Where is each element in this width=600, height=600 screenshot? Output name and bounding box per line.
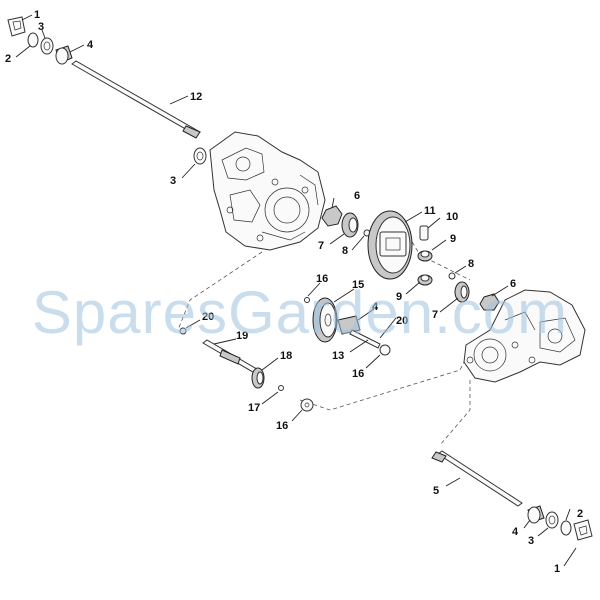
- washer-17: [278, 385, 284, 391]
- axle-shaft-upper: [71, 60, 201, 139]
- callout-label: 5: [433, 485, 439, 497]
- callout-label: 8: [468, 258, 474, 270]
- bracket-clip-top: [7, 16, 26, 37]
- callout-label: 12: [190, 91, 202, 103]
- callout-label: 2: [577, 508, 583, 520]
- washer-20-upper: [179, 327, 187, 335]
- gear-15: [312, 297, 338, 343]
- callout-label: 4: [87, 39, 94, 51]
- callout-label: 15: [352, 279, 364, 291]
- spider-gear-9-upper: [417, 250, 433, 262]
- nut-6-upper: [321, 205, 343, 227]
- washer-housing-upper: [193, 147, 207, 165]
- callout-label: 8: [342, 245, 348, 257]
- callout-label: 11: [424, 205, 436, 217]
- callout-label: 17: [248, 402, 260, 414]
- callout-label: 16: [352, 368, 364, 380]
- bushing-bottom: [527, 505, 545, 524]
- spider-gear-9-lower: [417, 274, 433, 286]
- transaxle-housing-right: [463, 289, 586, 383]
- callout-label: 20: [396, 315, 408, 327]
- ring-gear-11: [367, 210, 413, 280]
- washer-8-lower: [448, 272, 456, 280]
- washer-16-middle: [379, 344, 391, 356]
- callout-label: 13: [332, 350, 344, 362]
- callout-label: 1: [34, 9, 40, 21]
- bevel-gear-7-lower: [454, 281, 470, 303]
- callout-label: 16: [276, 420, 288, 432]
- callout-label: 6: [354, 190, 360, 202]
- callout-label: 3: [528, 535, 534, 547]
- callout-label: 6: [510, 278, 516, 290]
- shaft-13: [349, 329, 381, 349]
- callout-label: 18: [280, 350, 292, 362]
- snap-ring-bottom: [560, 520, 572, 536]
- input-shaft-19: [202, 339, 263, 376]
- gear-18: [251, 367, 265, 389]
- washer-16-lower: [300, 398, 314, 412]
- callout-label: 2: [5, 53, 11, 65]
- callout-label: 16: [316, 273, 328, 285]
- pin-10: [419, 225, 429, 241]
- callout-label: 3: [38, 21, 44, 33]
- callout-label: 1: [554, 563, 560, 575]
- washer-bottom: [545, 511, 559, 529]
- nut-6-lower: [479, 293, 500, 311]
- washer-16-upper: [304, 297, 310, 303]
- callout-label: 4: [512, 526, 519, 538]
- callout-label: 3: [170, 175, 176, 187]
- callout-label: 7: [432, 309, 438, 321]
- leader-lines: [15, 14, 577, 567]
- callout-label: 20: [202, 311, 214, 323]
- bushing-top: [55, 45, 73, 65]
- callout-labels: 1 2 3 4 12 3 6 7 8 11 10 9 8 9 7 6 16 15…: [5, 9, 583, 575]
- callout-label: 4: [372, 301, 379, 313]
- callout-label: 9: [450, 233, 456, 245]
- pinion-14: [337, 315, 361, 335]
- bracket-clip-bottom: [573, 519, 593, 541]
- bevel-gear-7-upper: [341, 212, 359, 238]
- callout-label: 7: [318, 240, 324, 252]
- callout-label: 19: [236, 330, 248, 342]
- transaxle-housing-left: [209, 131, 326, 251]
- callout-label: 9: [396, 291, 402, 303]
- washer-top: [40, 37, 54, 55]
- snap-ring-top: [27, 32, 39, 48]
- axle-shaft-lower: [431, 450, 523, 507]
- callout-label: 10: [446, 211, 458, 223]
